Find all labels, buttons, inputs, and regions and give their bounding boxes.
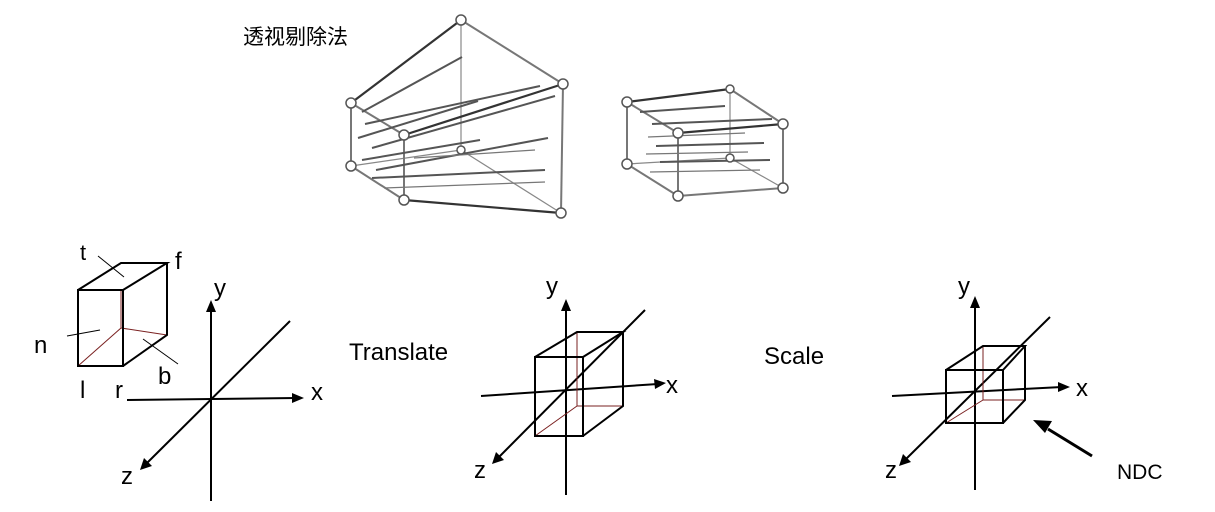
perspective-frustum <box>345 14 569 219</box>
step-scale-label: Scale <box>764 343 824 370</box>
axis-label-y-1: y <box>214 275 226 302</box>
axes-3 <box>891 296 1070 490</box>
label-n: n <box>34 332 47 359</box>
axis-label-z-1: z <box>121 463 133 490</box>
axes-2 <box>480 299 666 495</box>
axis-label-x-3: x <box>1076 375 1088 402</box>
axis-label-y-3: y <box>958 273 970 300</box>
transformed-cuboid <box>621 84 789 202</box>
label-t: t <box>80 240 86 265</box>
axes-1 <box>126 300 304 501</box>
vertex-label-pointers <box>66 255 179 365</box>
ndc-pointer-arrow-icon <box>1033 420 1093 458</box>
translated-box <box>534 331 627 437</box>
ndc-label: NDC <box>1117 461 1163 484</box>
step-translate-label: Translate <box>349 339 448 366</box>
view-volume-box <box>77 262 171 367</box>
axis-label-y-2: y <box>546 273 558 300</box>
label-b: b <box>158 363 171 390</box>
label-l: l <box>80 377 85 404</box>
axis-label-x-1: x <box>311 379 323 406</box>
label-r: r <box>115 377 123 404</box>
axis-label-z-3: z <box>885 457 897 484</box>
ndc-cube <box>945 345 1028 424</box>
axis-label-z-2: z <box>474 457 486 484</box>
label-f: f <box>175 248 182 275</box>
axis-label-x-2: x <box>666 372 678 399</box>
diagram-title: 透视剔除法 <box>243 25 348 49</box>
